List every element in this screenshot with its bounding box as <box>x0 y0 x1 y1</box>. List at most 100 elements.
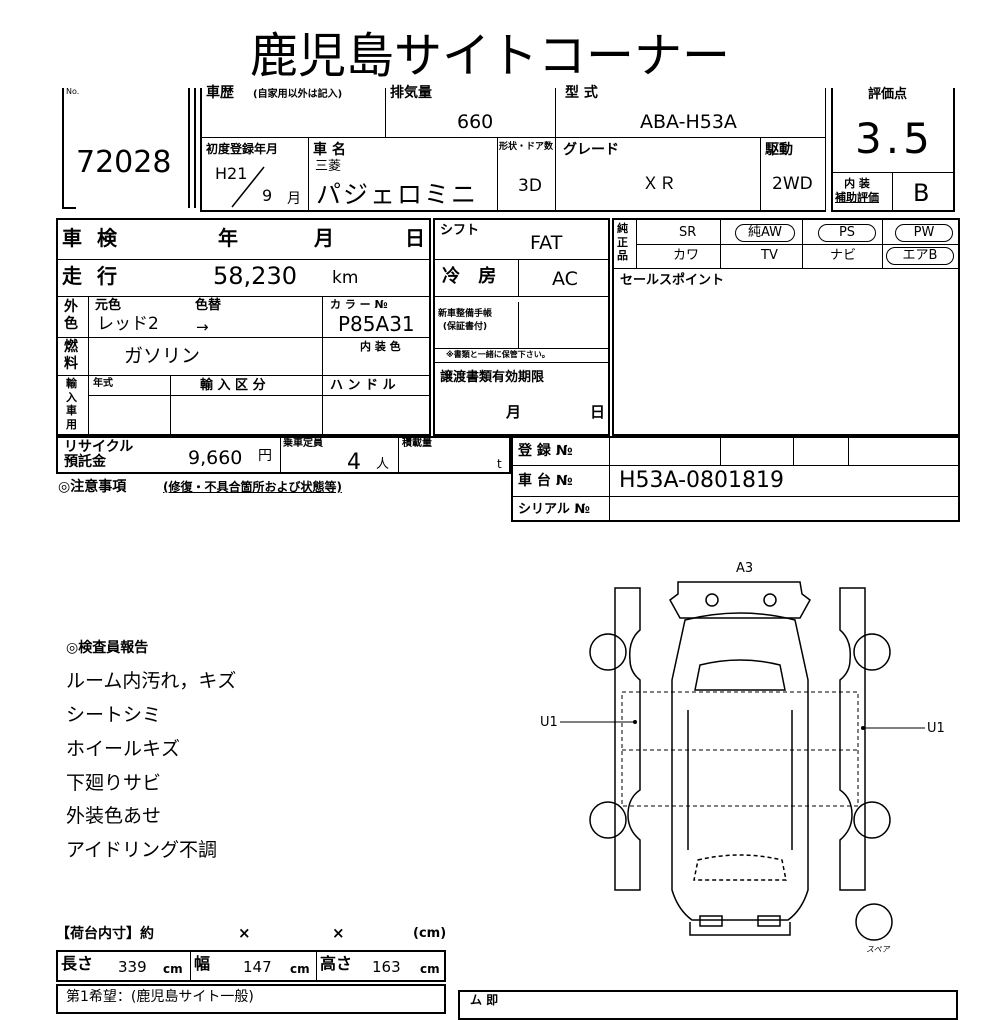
car-maker: 三菱 <box>315 159 342 174</box>
registration-label: 登 録 № <box>518 443 573 459</box>
capacity-value: 4 <box>347 450 361 475</box>
cargo-cm: cm <box>163 962 183 976</box>
right-side-panel <box>839 587 891 891</box>
import-label: 輸入車用 <box>66 377 77 431</box>
color-label: 外色 <box>64 299 78 332</box>
interior-label-line1: 内 装 <box>844 177 870 190</box>
color-original-label: 元色 <box>95 298 122 313</box>
displacement-label: 排気量 <box>390 85 432 101</box>
inspection-year: 年 <box>218 226 238 250</box>
first-reg-label: 初度登録年月 <box>206 142 279 156</box>
maintenance-note: ※書類と一緒に保管下さい。 <box>446 350 550 359</box>
cargo-width-label: 幅 <box>194 954 211 973</box>
equip-leather: カワ <box>673 248 700 263</box>
lot-number-label: No. <box>66 87 80 96</box>
cargo-height: 163 <box>372 958 401 976</box>
fuel-value: ガソリン <box>124 345 201 367</box>
diagram-right-mark: U1 <box>927 721 945 736</box>
chassis-value: H53A-0801819 <box>619 468 785 493</box>
shift-value: FAT <box>530 232 563 254</box>
color-arrow: → <box>196 318 209 336</box>
cargo-x1: × <box>238 924 251 942</box>
history-note: (自家用以外は記入) <box>253 89 343 100</box>
report-line: アイドリング不調 <box>66 839 218 861</box>
drive-value: 2WD <box>772 174 813 194</box>
bottom-right-box <box>458 990 958 1020</box>
left-damage-dot <box>633 720 637 724</box>
first-reg-era-year: H21 <box>215 164 248 183</box>
history-label: 車歴 <box>206 85 234 101</box>
transfer-day: 日 <box>590 403 606 421</box>
spare-label: スペア <box>866 945 890 954</box>
cargo-label: 【荷台内寸】約 <box>56 926 154 942</box>
equip-tv: TV <box>761 248 778 263</box>
model-value: ABA-H53A <box>640 111 737 133</box>
interior-grade: B <box>913 179 930 207</box>
cargo-x2: × <box>332 924 345 942</box>
load-unit: t <box>497 457 502 471</box>
lot-number: 72028 <box>76 145 172 180</box>
report-line: ルーム内汚れ，キズ <box>66 670 237 692</box>
car-name-label: 車 名 <box>313 142 346 158</box>
inspection-label: 車 検 <box>62 226 121 250</box>
inspector-report-label: ◎検査員報告 <box>66 640 149 656</box>
recycle-label: リサイクル預託金 <box>64 439 134 470</box>
color-code-label: カ ラ ー № <box>330 298 388 311</box>
drive-label: 駆動 <box>765 142 793 158</box>
import-year-label: 年式 <box>93 378 113 389</box>
transfer-month: 月 <box>506 403 522 421</box>
load-label: 積載量 <box>402 438 432 449</box>
cargo-cm: cm <box>420 962 440 976</box>
shape-value: 3D <box>518 176 542 196</box>
recycle-unit: 円 <box>258 448 272 464</box>
maintenance-label: 新車整備手帳(保証書付) <box>438 309 493 332</box>
mileage-unit: km <box>332 268 359 288</box>
car-body-outline <box>671 612 809 936</box>
spare-tire-shape <box>855 903 893 941</box>
car-name: パジェロミニ <box>316 180 479 209</box>
first-reg-slash <box>231 166 265 208</box>
recycle-value: 9,660 <box>188 447 243 469</box>
interior-label-line2: 補助評価 <box>835 191 879 204</box>
report-line: ホイールキズ <box>66 738 181 760</box>
color-original: レッド2 <box>97 314 159 334</box>
report-line: 下廻りサビ <box>66 772 162 794</box>
equipment-label: 純正品 <box>617 222 628 262</box>
mileage-label: 走 行 <box>62 264 121 288</box>
equip-navi: ナビ <box>830 248 857 263</box>
report-line: 外装色あせ <box>66 805 162 827</box>
rating-score: 3.5 <box>855 114 934 163</box>
equip-alloy-wheel: 純AW <box>735 224 795 242</box>
ac-value: AC <box>552 268 578 290</box>
sales-point-label: セールスポイント <box>620 273 725 288</box>
car-damage-diagram <box>560 581 925 941</box>
first-reg-month: 9 <box>262 186 273 205</box>
interior-color-label: 内 装 色 <box>360 340 401 353</box>
color-changed-label: 色替 <box>195 298 222 313</box>
shift-label: シフト <box>440 223 480 238</box>
import-handle-label: ハ ン ド ル <box>330 378 396 393</box>
transfer-label: 譲渡書類有効期限 <box>440 370 545 385</box>
import-class-label: 輸 入 区 分 <box>200 378 266 393</box>
capacity-unit: 人 <box>376 457 390 472</box>
grade-value: ＸＲ <box>642 174 676 194</box>
model-label: 型 式 <box>565 85 598 101</box>
bottom-note: 第1希望：(鹿児島サイト一般) <box>66 989 254 1005</box>
rating-label: 評価点 <box>868 87 908 102</box>
fuel-label: 燃料 <box>64 339 78 372</box>
grade-label: グレード <box>563 142 619 158</box>
cargo-unit-label: (cm) <box>413 926 447 941</box>
first-reg-month-unit: 月 <box>287 191 301 207</box>
mileage-value: 58,230 <box>213 262 297 290</box>
ac-label: 冷 房 <box>442 266 503 287</box>
page-title: 鹿児島サイトコーナー <box>250 28 731 84</box>
report-line: シートシミ <box>66 704 162 726</box>
shape-label: 形状・ドア数 <box>499 142 554 152</box>
displacement-value: 660 <box>457 111 494 133</box>
cargo-length: 339 <box>118 958 147 976</box>
interior-label: 内 装 補助評価 <box>835 177 879 205</box>
caution-note: (修復・不具合箇所および状態等) <box>163 480 342 494</box>
capacity-label: 乗車定員 <box>283 438 323 449</box>
inspection-month: 月 <box>314 226 334 250</box>
color-code: P85A31 <box>338 312 415 336</box>
